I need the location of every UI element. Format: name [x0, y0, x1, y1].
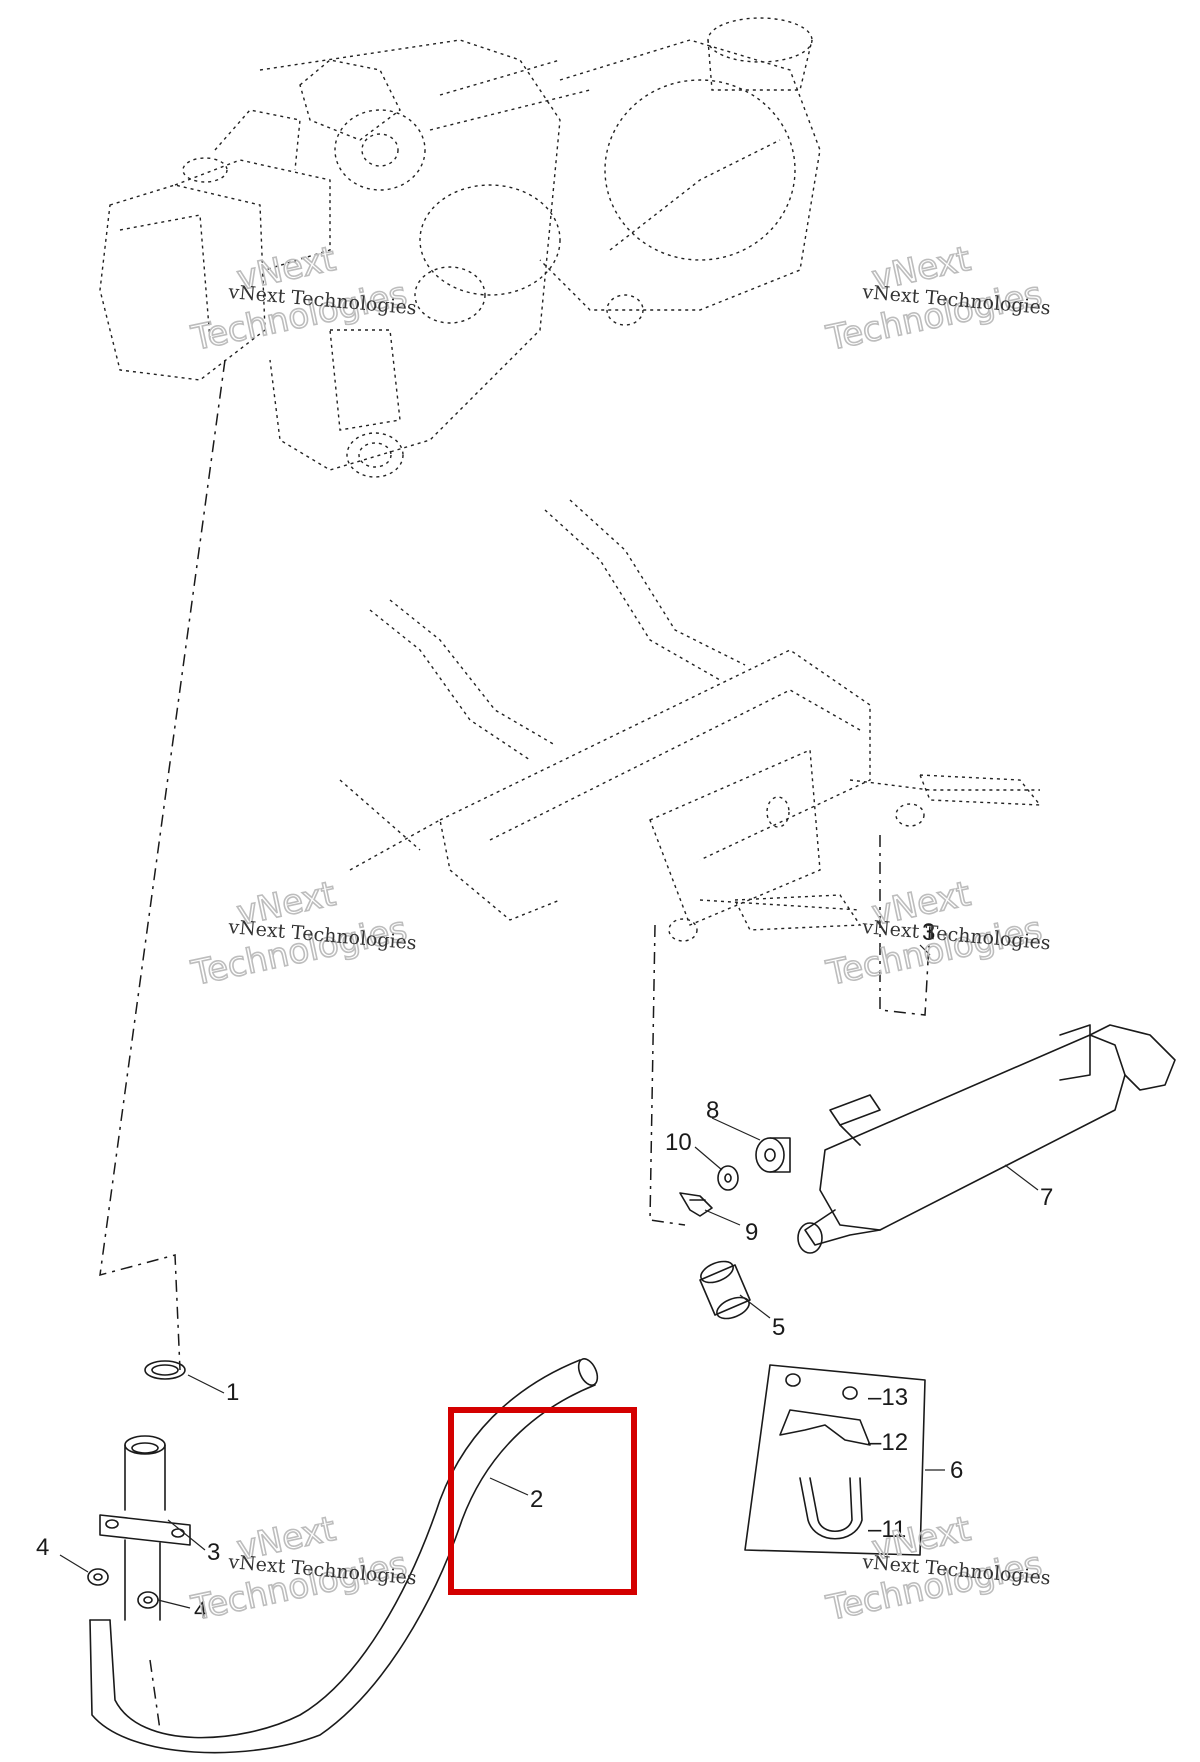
frame-drawing — [339, 499, 1042, 942]
washer-part — [717, 1165, 739, 1191]
callout-10: 10 — [665, 1129, 692, 1156]
watermark-bottom-left: vNext Technologies vNext Technologies — [187, 1508, 418, 1630]
callout-4-right: 4 — [194, 1597, 207, 1624]
cotter-pin-part — [679, 1192, 713, 1217]
exhaust-flange-part — [99, 1435, 191, 1621]
callout-12: –12 — [868, 1429, 908, 1456]
grommet-part — [755, 1137, 791, 1173]
callout-11: –11 — [868, 1516, 906, 1543]
highlight-box-part-2 — [448, 1407, 637, 1595]
watermark-mid-left: vNext Technologies vNext Technologies — [187, 873, 418, 995]
sleeve-gasket-part — [699, 1260, 751, 1320]
nut-right-part — [137, 1591, 159, 1609]
leader-lines — [59, 944, 1039, 1609]
watermark-top-left: vNext Technologies vNext Technologies — [187, 238, 418, 360]
muffler-part — [797, 1024, 1176, 1254]
callout-3-frame: 3 — [922, 919, 935, 946]
callout-5: 5 — [772, 1314, 785, 1341]
exhaust-pipe-part — [89, 1358, 599, 1754]
engine-assembly-drawing — [99, 17, 821, 478]
callout-2: 2 — [530, 1486, 543, 1513]
callout-8: 8 — [706, 1097, 719, 1124]
callout-7: 7 — [1040, 1184, 1053, 1211]
gasket-seal-part — [144, 1360, 186, 1380]
callout-9: 9 — [745, 1219, 758, 1246]
callout-3-flange: 3 — [207, 1539, 220, 1566]
callout-6: 6 — [950, 1457, 963, 1484]
nut-left-part — [87, 1568, 109, 1586]
clamp-kit-part — [744, 1364, 926, 1556]
callout-4-left: 4 — [36, 1534, 49, 1561]
watermark-mid-right: vNext Technologies vNext Technologies — [822, 873, 1052, 995]
callout-13: –13 — [868, 1384, 908, 1411]
relation-lines — [99, 359, 931, 1731]
callout-labels: 1 2 3 3 4 4 5 6 7 8 9 10 –11 –12 –13 — [36, 919, 1053, 1624]
watermark-bottom-right: vNext Technologies vNext Technologies — [822, 1508, 1052, 1630]
callout-1: 1 — [226, 1379, 239, 1406]
watermark-top-right: vNext Technologies vNext Technologies — [822, 238, 1052, 360]
